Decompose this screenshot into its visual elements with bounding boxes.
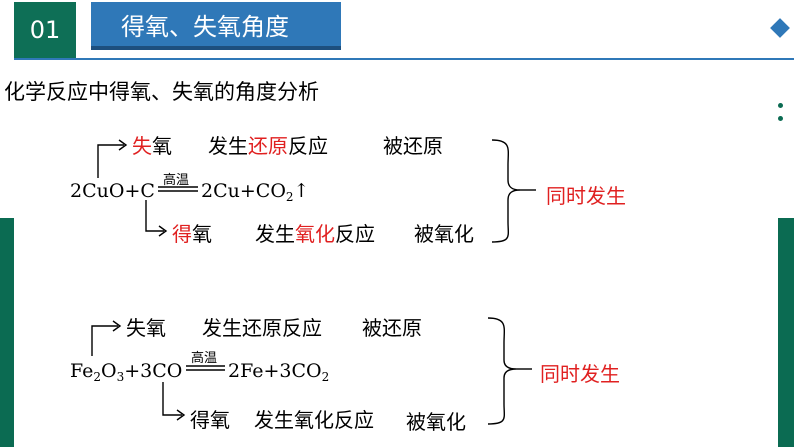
r2-top-arrow [91, 325, 118, 356]
r1-top-result: 被还原 [383, 134, 443, 158]
r2-top-result: 被还原 [362, 316, 422, 340]
dot-icon [213, 437, 218, 442]
r2-equation-left: Fe2O3+3CO [70, 360, 183, 384]
dot-icon [778, 103, 783, 108]
r1-top-arrow-head [118, 139, 128, 151]
title-shadow [91, 46, 341, 50]
r2-equation-right: 2Fe+3CO2 [228, 360, 330, 384]
r2-condition: 高温 [191, 351, 218, 366]
r2-conclusion: 同时发生 [540, 362, 620, 386]
r1-top-rest: 氧 [152, 134, 172, 158]
r2-bottom-desc: 发生氧化反应 [254, 408, 374, 432]
r1-bottom-desc: 发生氧化反应 [255, 222, 375, 246]
r1-bottom-result: 被氧化 [414, 222, 474, 246]
r1-equation-right: 2Cu+CO2↑ [201, 180, 310, 204]
r1-bottom-highlight: 氧化 [295, 222, 335, 246]
r2-brace [487, 317, 517, 425]
r1-equals-sign [158, 186, 198, 192]
r1-top-highlight: 还原 [248, 134, 288, 158]
r1-bottom-prefix: 得 [172, 222, 192, 246]
r1-top-arrow [97, 144, 124, 178]
r1-bottom-arrow [145, 200, 164, 232]
r1-bottom-line: 得氧 [172, 222, 212, 246]
section-title: 得氧、失氧角度 [91, 2, 341, 46]
intro-text: 化学反应中得氧、失氧的角度分析 [4, 80, 319, 104]
content-card [14, 58, 778, 447]
r2-top-arrow-head [112, 320, 122, 332]
r1-conclusion: 同时发生 [546, 184, 626, 208]
r1-top-line: 失氧 [132, 130, 172, 159]
r2-bottom-label: 得氧 [190, 408, 230, 432]
r2-top-label: 失氧 [126, 316, 166, 340]
section-badge: 01 [14, 2, 76, 58]
r2-equals-sign [186, 365, 225, 371]
r1-bottom-arrow-head [158, 225, 168, 237]
r1-brace [491, 139, 521, 243]
dot-icon [778, 116, 783, 121]
dot-icon [201, 437, 206, 442]
r2-bottom-arrow-head [176, 409, 186, 421]
r1-top-prefix: 失 [132, 134, 152, 158]
r1-equation-left: 2CuO+C [70, 180, 155, 202]
r2-top-desc: 发生还原反应 [202, 316, 322, 340]
r2-bottom-arrow [162, 382, 182, 416]
r1-condition: 高温 [163, 173, 190, 188]
r1-top-desc: 发生还原反应 [208, 134, 328, 158]
r2-bottom-result: 被氧化 [406, 410, 466, 434]
header-divider [14, 58, 794, 60]
